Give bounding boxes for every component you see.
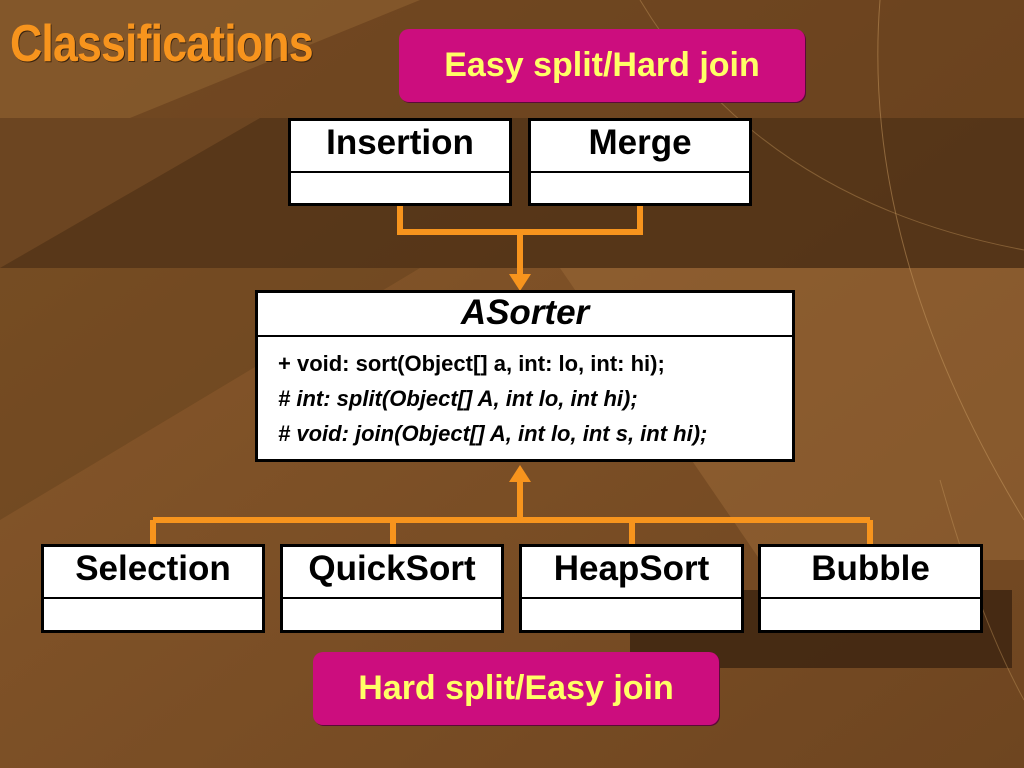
join-method: # void: join(Object[] A, int lo, int s, …: [278, 421, 708, 446]
selection-class-box: Selection: [41, 544, 265, 633]
split-method: # int: split(Object[] A, int lo, int hi)…: [278, 386, 638, 411]
quicksort-class-box: QuickSort: [280, 544, 504, 633]
heapsort-class-body: [522, 599, 741, 629]
bubble-class-box: Bubble: [758, 544, 983, 633]
selection-class-body: [44, 599, 262, 629]
easy-split-label: Easy split/Hard join: [399, 29, 805, 102]
heapsort-class-box: HeapSort: [519, 544, 744, 633]
bubble-class-name: Bubble: [761, 547, 980, 599]
merge-class-box: Merge: [528, 118, 752, 206]
insertion-class-name: Insertion: [291, 121, 509, 173]
asorter-class-box: ASorter + void: sort(Object[] a, int: lo…: [255, 290, 795, 462]
quicksort-class-body: [283, 599, 501, 629]
insertion-class-box: Insertion: [288, 118, 512, 206]
selection-class-name: Selection: [44, 547, 262, 599]
heapsort-class-name: HeapSort: [522, 547, 741, 599]
bubble-class-body: [761, 599, 980, 629]
hard-split-label: Hard split/Easy join: [313, 652, 719, 725]
merge-class-name: Merge: [531, 121, 749, 173]
quicksort-class-name: QuickSort: [283, 547, 501, 599]
sort-method: + void: sort(Object[] a, int: lo, int: h…: [278, 351, 665, 376]
slide-title: Classifications: [10, 15, 314, 73]
insertion-class-body: [291, 173, 509, 203]
asorter-class-name: ASorter: [258, 293, 792, 337]
merge-class-body: [531, 173, 749, 203]
asorter-methods: + void: sort(Object[] a, int: lo, int: h…: [258, 337, 792, 456]
